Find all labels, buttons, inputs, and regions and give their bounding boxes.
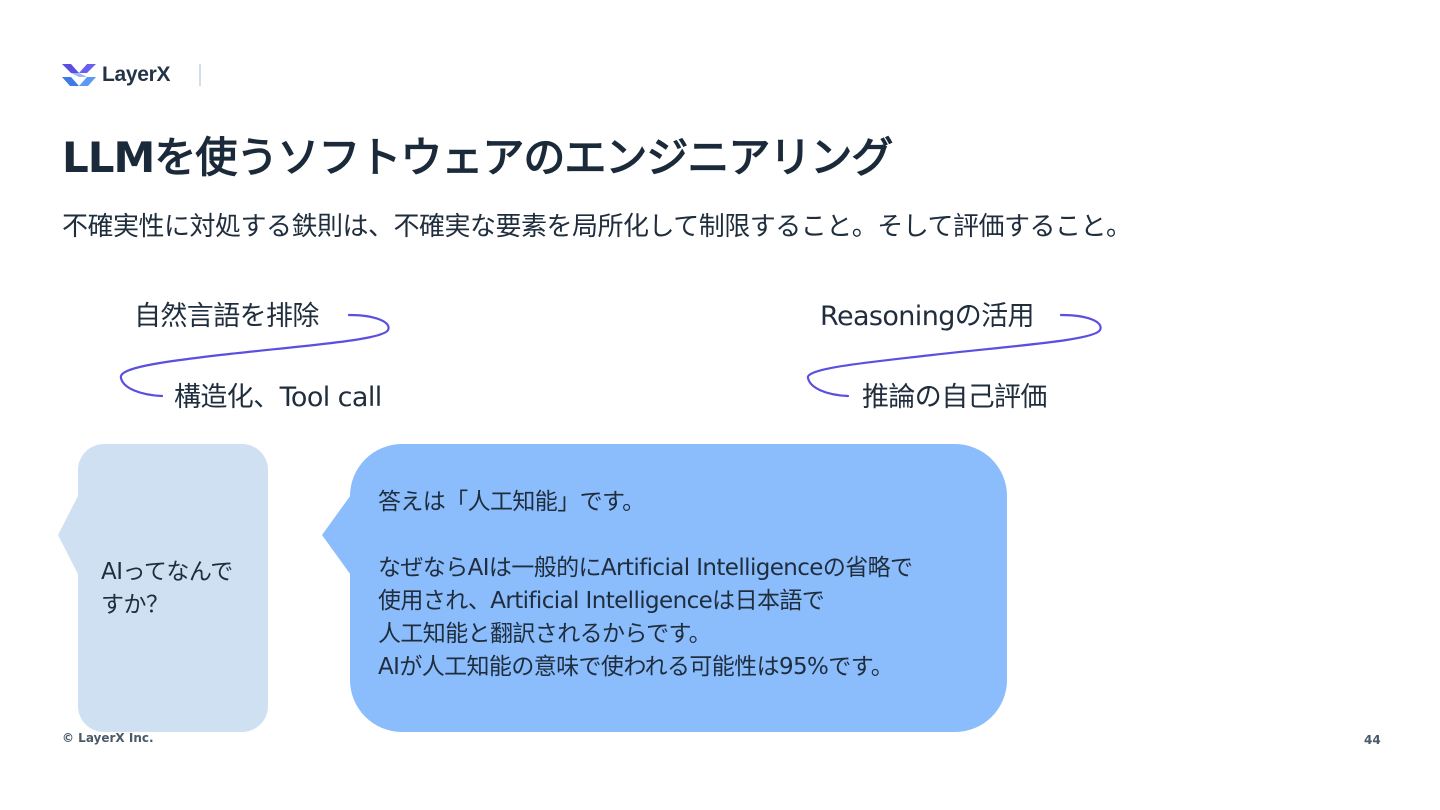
left-top-label: 自然言語を排除 — [134, 301, 319, 332]
answer-bubble-tail — [322, 492, 353, 578]
layerx-logo-icon — [62, 64, 96, 86]
answer-line: 使用され、Artificial Intelligenceは日本語で — [378, 588, 825, 614]
answer-line: 人工知能と翻訳されるからです。 — [378, 621, 712, 647]
copyright: © LayerX Inc. — [62, 731, 154, 745]
page-number: 44 — [1364, 733, 1381, 747]
answer-gap — [378, 519, 979, 552]
question-bubble: AIってなんですか？ — [78, 444, 268, 732]
answer-line: なぜならAIは一般的にArtificial Intelligenceの省略で — [378, 555, 913, 581]
question-text: AIってなんですか？ — [101, 559, 233, 618]
right-bottom-label: 推論の自己評価 — [862, 382, 1047, 413]
left-bottom-label: 構造化、Tool call — [174, 382, 382, 413]
answer-line: 答えは「人工知能」です。 — [378, 489, 645, 515]
slide-subtitle: 不確実性に対処する鉄則は、不確実な要素を局所化して制限すること。そして評価するこ… — [62, 212, 1132, 242]
answer-bubble: 答えは「人工知能」です。 なぜならAIは一般的にArtificial Intel… — [350, 444, 1007, 732]
right-top-label: Reasoningの活用 — [820, 301, 1035, 332]
brand-logo: LayerX — [62, 60, 171, 90]
logo-divider — [199, 64, 201, 86]
brand-name: LayerX — [102, 63, 171, 86]
question-bubble-tail — [58, 492, 80, 578]
answer-line: AIが人工知能の意味で使われる可能性は95%です。 — [378, 654, 894, 680]
slide-title: LLMを使うソフトウェアのエンジニアリング — [62, 133, 893, 182]
